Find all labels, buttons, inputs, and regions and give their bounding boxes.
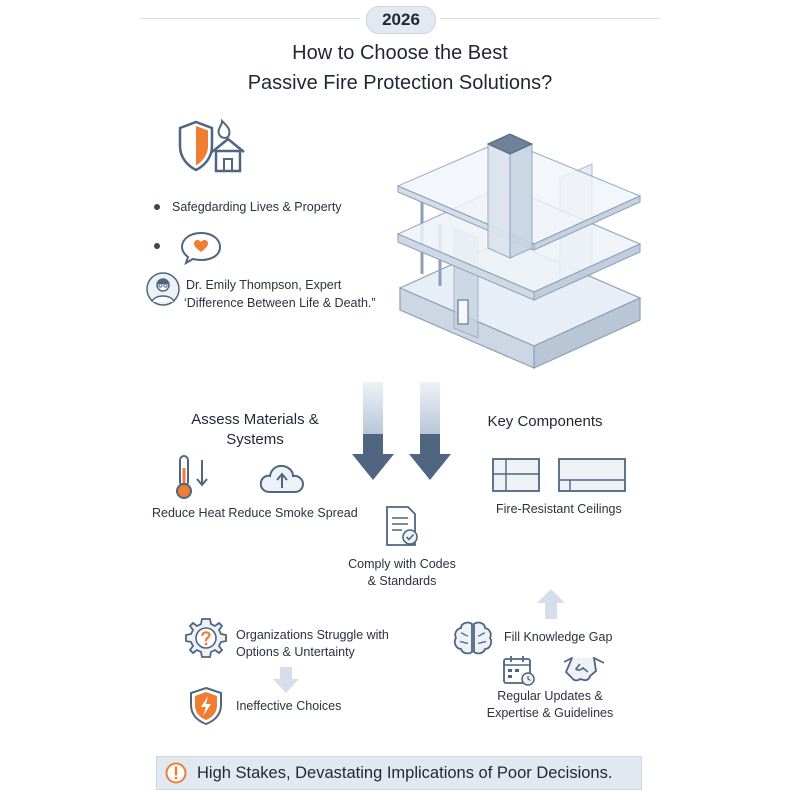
- speech-bubble-heart-icon: [180, 231, 222, 266]
- bullet-safeguarding: Safegdarding Lives & Property: [172, 200, 342, 214]
- assess-heading-line-1: Assess Materials &: [191, 411, 319, 428]
- assess-heading-line-2: Systems: [226, 431, 284, 448]
- updates-line-2: Expertise & Guidelines: [486, 706, 614, 720]
- fill-knowledge-gap-label: Fill Knowledge Gap: [504, 630, 613, 644]
- exclamation-circle-icon: [165, 762, 187, 784]
- bullet-dot: [154, 204, 160, 210]
- header-divider-left: [140, 18, 360, 19]
- comply-line-2: & Standards: [367, 574, 437, 588]
- down-arrow-icon: [352, 382, 394, 480]
- calendar-icon: [503, 656, 535, 686]
- assess-materials-heading: Assess Materials & Systems: [160, 410, 350, 450]
- expert-avatar-icon: [146, 272, 180, 306]
- key-components-heading: Key Components: [487, 413, 603, 430]
- warning-banner: High Stakes, Devastating Implications of…: [156, 756, 642, 790]
- banner-text: High Stakes, Devastating Implications of…: [197, 764, 613, 782]
- fire-resistant-ceilings-caption: Fire-Resistant Ceilings: [496, 502, 622, 516]
- organizations-struggle-label: Organizations Struggle with Options & Un…: [236, 627, 389, 661]
- comply-codes-label: Comply with Codes & Standards: [340, 556, 464, 590]
- handshake-icon: [563, 656, 605, 682]
- year-badge: 2026: [366, 6, 436, 34]
- shield-house-fire-icon: [178, 118, 245, 173]
- header-divider-right: [440, 18, 660, 19]
- bullet-dot: [154, 243, 160, 249]
- building-section-illustration: [396, 133, 642, 369]
- up-arrow-icon: [537, 589, 565, 619]
- updates-line-1: Regular Updates &: [497, 689, 603, 703]
- ceiling-tile-icon: [558, 458, 626, 492]
- page-title: How to Choose the Best Passive Fire Prot…: [100, 38, 700, 98]
- title-line-2: Passive Fire Protection Solutions?: [247, 72, 553, 94]
- title-line-1: How to Choose the Best: [292, 42, 508, 64]
- struggle-line-1: Organizations Struggle with: [236, 628, 389, 642]
- brain-icon: [453, 621, 493, 655]
- regular-updates-label: Regular Updates & Expertise & Guidelines: [480, 688, 620, 722]
- struggle-line-2: Options & Untertainty: [236, 645, 355, 659]
- ceiling-panel-icon: [492, 458, 540, 492]
- checklist-document-icon: [386, 506, 418, 546]
- comply-line-1: Comply with Codes: [348, 557, 456, 571]
- down-arrow-small-icon: [273, 667, 299, 693]
- expert-name: Dr. Emily Thompson, Expert: [186, 278, 342, 292]
- gear-question-icon: [185, 618, 227, 658]
- expert-quote: ‘Difference Between Life & Death.”: [184, 296, 376, 310]
- shield-lightning-icon: [190, 686, 222, 726]
- down-arrow-icon: [409, 382, 451, 480]
- ineffective-choices-label: Ineffective Choices: [236, 699, 342, 713]
- reduce-heat-smoke-caption: Reduce Heat Reduce Smoke Spread: [152, 506, 358, 520]
- thermometer-icon: [176, 455, 208, 499]
- cloud-upload-icon: [259, 464, 305, 493]
